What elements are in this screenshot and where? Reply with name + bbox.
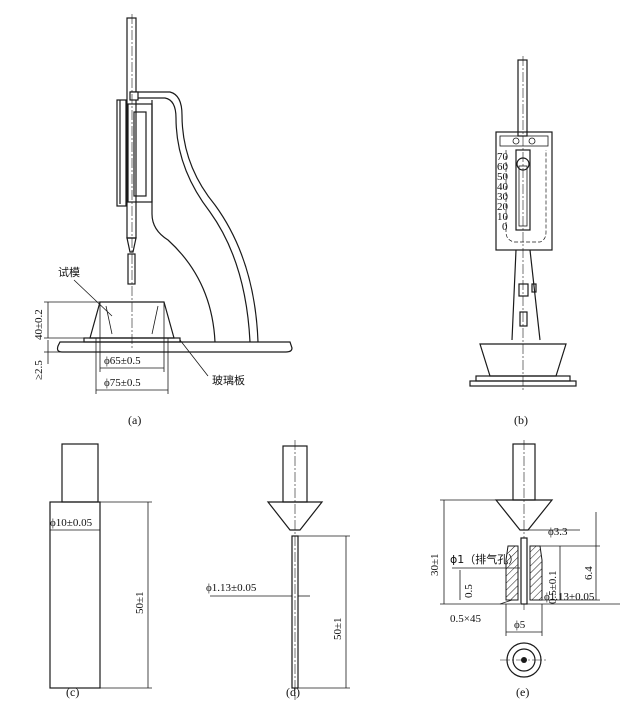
scale-60: 60: [497, 161, 509, 173]
scale-10: 10: [497, 211, 509, 223]
scale-0: 0: [502, 221, 508, 233]
label-mold: 试模: [58, 266, 80, 279]
scale-20: 20: [497, 201, 509, 213]
dim-e-chamfer: 0.5×45: [450, 613, 481, 625]
dim-d-diameter: ϕ1.13±0.05: [206, 582, 257, 594]
dim-e-small: 0.5: [463, 584, 475, 598]
dim-e-cone: ϕ3.3: [548, 526, 568, 538]
caption-d: (d): [286, 685, 300, 699]
scale-labels: 70 60 50 40 30 20 10 0: [497, 151, 509, 233]
dim-d-length: 50±1: [332, 617, 344, 640]
scale-40: 40: [497, 181, 509, 193]
dim-e-phi5: ϕ5: [514, 619, 526, 631]
dim-bottom-diameter: ϕ75±0.5: [104, 377, 141, 389]
dim-height-40: 40±0.2: [33, 309, 45, 340]
dim-top-diameter: ϕ65±0.5: [104, 355, 141, 367]
figure-c-plunger: ϕ10±0.05 50±1 (c): [49, 443, 152, 699]
dim-c-length: 50±1: [134, 591, 146, 614]
label-glass-plate: 玻璃板: [212, 373, 245, 387]
dim-e-vent: ϕ1（排气孔）: [450, 552, 519, 566]
dim-e-64: 6.4: [583, 566, 595, 580]
caption-a: (a): [128, 413, 141, 427]
figure-e-needle: ϕ3.3 30±1 ϕ1（排气孔） 0.5 6.4 0.5±0.1 ϕ1.13±…: [429, 440, 620, 699]
dim-e-tolerance: 0.5±0.1: [547, 570, 559, 604]
figure-a-apparatus: 试模 玻璃板 40±0.2 ≥2.5 ϕ65±0.5 ϕ75±0.5 (a): [33, 14, 293, 427]
caption-b: (b): [514, 413, 528, 427]
dim-c-diameter: ϕ10±0.05: [50, 517, 93, 529]
scale-70: 70: [497, 151, 509, 163]
dim-e-height: 30±1: [429, 553, 441, 576]
dim-e-needle-diameter: ϕ1.13±0.05: [544, 591, 595, 603]
figure-b-front-view: 70 60 50 40 30 20 10 0 (b): [469, 56, 577, 427]
caption-e: (e): [516, 685, 529, 699]
scale-50: 50: [497, 171, 509, 183]
figure-d-needle: ϕ1.13±0.05 50±1 (d): [206, 440, 350, 700]
scale-30: 30: [497, 191, 509, 203]
caption-c: (c): [66, 685, 79, 699]
dim-base-thickness: ≥2.5: [33, 360, 45, 380]
